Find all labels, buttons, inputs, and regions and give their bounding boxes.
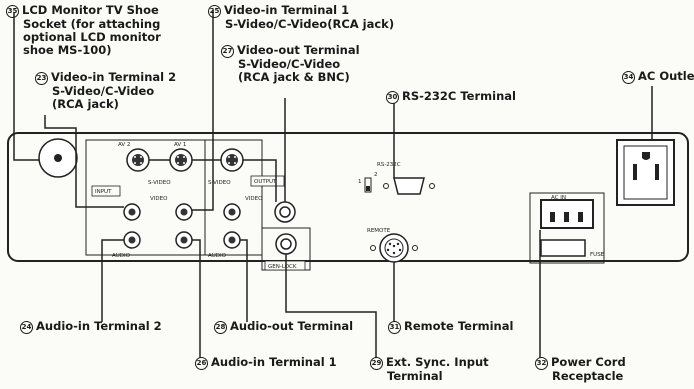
callout-text: LCD Monitor TV Shoe (22, 3, 159, 17)
callout-text: optional LCD monitor (23, 30, 161, 44)
callout-text: (RCA jack) (52, 97, 119, 111)
callout-text: Terminal (387, 369, 443, 383)
callout-number-29: 29 (370, 357, 383, 370)
callout-text: S-Video/C-Video(RCA jack) (225, 17, 395, 31)
label-input: INPUT (95, 189, 112, 195)
label-genlock: GEN-LOCK (268, 264, 297, 270)
leader-lines (13, 10, 653, 358)
label-video-1: VIDEO (150, 196, 168, 202)
callout-text: Remote Terminal (404, 319, 514, 333)
video-jack-av1 (175, 203, 193, 221)
label-av2: AV 2 (118, 142, 130, 148)
callout-text: RS-232C Terminal (402, 89, 516, 103)
callout-text: S-Video/C-Video (52, 84, 155, 98)
svideo-jack-av1 (169, 148, 193, 172)
callout-number-32: 32 (535, 357, 548, 370)
callout-text: shoe MS-100) (23, 43, 112, 57)
mode-switch (364, 177, 372, 193)
callout-text: Receptacle (552, 369, 624, 383)
label-switch-2: 2 (374, 172, 378, 178)
audio-jack-out (223, 231, 241, 249)
svideo-jack-av2 (126, 148, 150, 172)
callout-text: AC Outlet (638, 69, 694, 83)
label-audio-2: AUDIO (208, 253, 227, 259)
label-acin: AC IN (551, 195, 566, 201)
callout-text: (RCA jack & BNC) (238, 70, 350, 84)
label-rs232c: RS-232C (377, 162, 401, 168)
power-cord-receptacle (540, 199, 594, 229)
label-svideo-2: S-VIDEO (208, 180, 231, 186)
label-video-2: VIDEO (245, 196, 263, 202)
callout-number-23: 23 (35, 72, 48, 85)
callout-text: Audio-in Terminal 1 (211, 355, 337, 369)
callout-number-31: 31 (388, 321, 401, 334)
callout-number-24: 24 (20, 321, 33, 334)
bnc-out (274, 201, 296, 223)
callout-number-30: 30 (386, 91, 399, 104)
callout-text: Video-in Terminal 1 (224, 3, 350, 17)
label-output: OUTPUT (254, 179, 277, 185)
callout-number-28: 28 (214, 321, 227, 334)
rear-panel-outline (7, 132, 689, 262)
rs232c-connector (383, 177, 435, 195)
audio-jack-av2 (123, 231, 141, 249)
fuse-holder (540, 239, 586, 257)
label-audio-1: AUDIO (112, 253, 131, 259)
video-jack-av2 (123, 203, 141, 221)
genlock-bnc (275, 233, 297, 255)
callout-text: Ext. Sync. Input (386, 355, 489, 369)
callout-number-35: 35 (6, 5, 19, 18)
callout-text: Video-in Terminal 2 (51, 70, 177, 84)
label-remote: REMOTE (367, 228, 391, 234)
callout-text: Power Cord (551, 355, 626, 369)
label-fuse: FUSE (590, 252, 605, 258)
callout-number-26: 26 (195, 357, 208, 370)
label-switch-1: 1 (358, 179, 362, 185)
callout-number-34: 34 (622, 71, 635, 84)
video-jack-out (223, 203, 241, 221)
label-svideo-1: S-VIDEO (148, 180, 171, 186)
callout-text: S-Video/C-Video (238, 57, 341, 71)
callout-text: Video-out Terminal (237, 43, 360, 57)
callout-number-25: 25 (208, 5, 221, 18)
callout-number-27: 27 (221, 45, 234, 58)
callout-text: Audio-in Terminal 2 (36, 319, 162, 333)
label-av1: AV 1 (174, 142, 186, 148)
ac-outlet (616, 139, 675, 206)
audio-jack-av1 (175, 231, 193, 249)
callout-text: Audio-out Terminal (230, 319, 354, 333)
svideo-jack-out (220, 148, 244, 172)
callout-text: Socket (for attaching (23, 17, 161, 31)
